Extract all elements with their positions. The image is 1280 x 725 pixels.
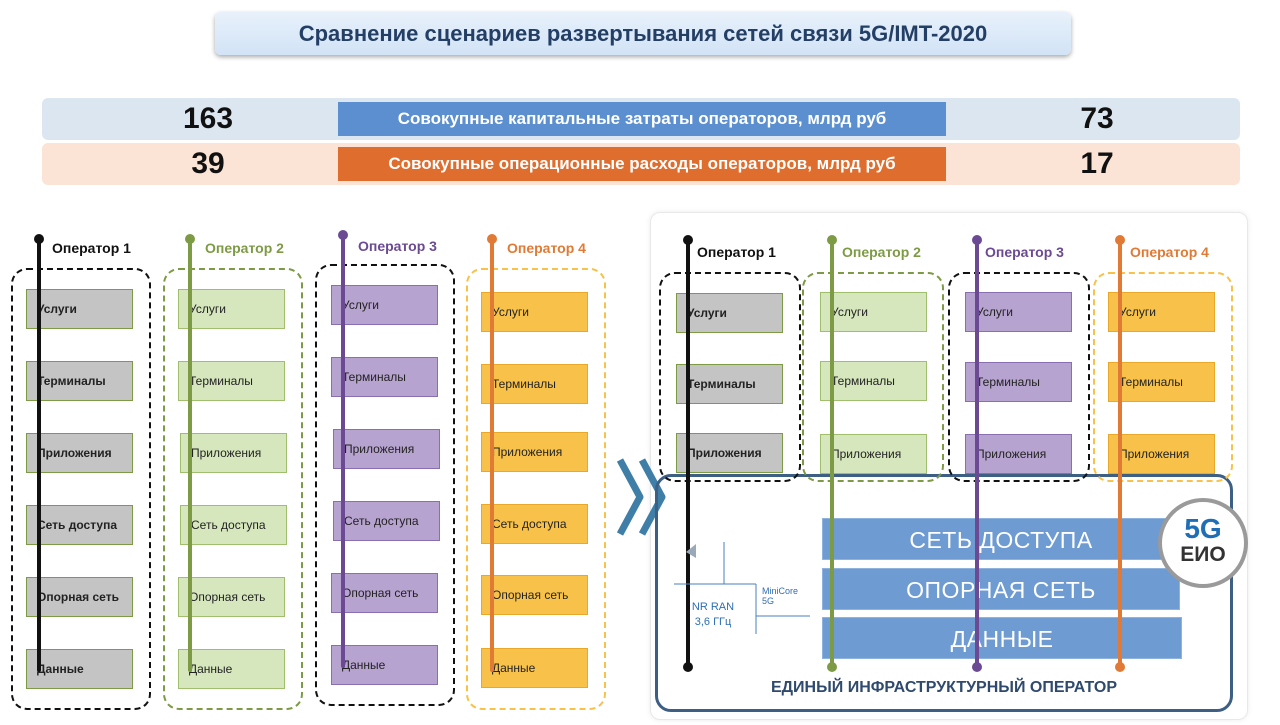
capex-row: 163 Совокупные капитальные затраты опера… — [42, 98, 1240, 140]
badge-5g: 5G — [1184, 513, 1222, 544]
r-op3-layer-services: Услуги — [965, 292, 1072, 332]
nr-ran-line2: 3,6 ГГц — [694, 616, 732, 628]
op1-top-dot — [34, 234, 44, 244]
op3-layer-apps: Приложения — [333, 429, 440, 469]
operator-2-frame — [163, 268, 303, 710]
op1-layer-apps: Приложения — [26, 433, 133, 473]
infra-operator-frame — [655, 474, 1233, 712]
op2-layer-access: Сеть доступа — [180, 505, 287, 545]
r-operator-2-title: Оператор 2 — [842, 244, 921, 260]
op2-line — [188, 238, 192, 672]
r-op3-layer-terminals: Терминалы — [965, 362, 1072, 402]
r-op2-line — [830, 239, 834, 665]
5g-eio-badge: 5G ЕИО — [1158, 498, 1248, 588]
r-op2-bottom-dot — [827, 662, 837, 672]
capex-left-value: 163 — [182, 102, 234, 135]
double-chevron-right-icon — [616, 458, 666, 536]
opex-row: 39 Совокупные операционные расходы опера… — [42, 143, 1240, 185]
minicore-label: MiniCore 5G — [762, 586, 799, 606]
shared-data: ДАННЫЕ — [822, 617, 1182, 659]
infra-operator-label: ЕДИНЫЙ ИНФРАСТРУКТУРНЫЙ ОПЕРАТОР — [770, 679, 1118, 696]
r-operator-2-frame — [802, 272, 944, 482]
nr-ran-sketch — [674, 542, 810, 634]
r-operator-3-title: Оператор 3 — [985, 244, 1064, 260]
r-op3-top-dot — [972, 235, 982, 245]
op1-line — [37, 238, 41, 672]
op1-layer-core: Опорная сеть — [26, 577, 133, 617]
op4-layer-terminals: Терминалы — [481, 364, 588, 404]
op3-layer-data: Данные — [331, 645, 438, 685]
op4-layer-access: Сеть доступа — [481, 504, 588, 544]
r-operator-4-frame — [1093, 272, 1233, 482]
nr-ran-line1: NR RAN — [691, 601, 735, 613]
page-title: Сравнение сценариев развертывания сетей … — [215, 12, 1071, 55]
shared-core-network: ОПОРНАЯ СЕТЬ — [822, 568, 1180, 610]
operator-3-frame — [315, 264, 455, 706]
r-op1-line — [686, 239, 690, 665]
badge-eio: ЕИО — [1180, 543, 1226, 566]
operator-3-title: Оператор 3 — [358, 238, 437, 254]
r-op1-bottom-dot — [683, 662, 693, 672]
op1-layer-services: Услуги — [26, 289, 133, 329]
op4-line — [490, 238, 494, 672]
op2-layer-terminals: Терминалы — [178, 361, 285, 401]
op1-layer-data: Данные — [26, 649, 133, 689]
op2-layer-apps: Приложения — [180, 433, 287, 473]
r-operator-3-frame — [948, 272, 1090, 482]
r-op4-bottom-dot — [1115, 662, 1125, 672]
opex-right-value: 17 — [1080, 147, 1114, 180]
op1-layer-access: Сеть доступа — [26, 505, 133, 545]
r-op4-layer-services: Услуги — [1108, 292, 1215, 332]
nr-ran-label: NR RAN 3,6 ГГц — [688, 600, 738, 630]
op3-layer-terminals: Терминалы — [331, 357, 438, 397]
op4-layer-data: Данные — [481, 648, 588, 688]
r-op1-top-dot — [683, 235, 693, 245]
shared-access-network: СЕТЬ ДОСТУПА — [822, 518, 1180, 560]
op1-layer-terminals: Терминалы — [26, 361, 133, 401]
op4-layer-apps: Приложения — [481, 432, 588, 472]
op4-layer-services: Услуги — [481, 292, 588, 332]
opex-label: Совокупные операционные расходы оператор… — [338, 147, 946, 181]
r-op4-layer-terminals: Терминалы — [1108, 362, 1215, 402]
r-op4-line — [1118, 239, 1122, 665]
operator-2-title: Оператор 2 — [205, 240, 284, 256]
capex-label: Совокупные капитальные затраты операторо… — [338, 102, 946, 136]
r-op3-line — [975, 239, 979, 665]
operator-4-frame — [466, 268, 606, 710]
shared-scenario-panel — [650, 212, 1248, 720]
r-op1-layer-terminals: Терминалы — [676, 364, 783, 404]
r-op2-layer-apps: Приложения — [820, 434, 927, 474]
op3-line — [341, 234, 345, 668]
op3-layer-access: Сеть доступа — [333, 501, 440, 541]
r-op4-top-dot — [1115, 235, 1125, 245]
op3-layer-services: Услуги — [331, 285, 438, 325]
op2-top-dot — [185, 234, 195, 244]
r-op2-top-dot — [827, 235, 837, 245]
r-operator-4-title: Оператор 4 — [1130, 244, 1209, 260]
op3-layer-core: Опорная сеть — [331, 573, 438, 613]
r-op1-layer-services: Услуги — [676, 293, 783, 333]
operator-1-frame — [11, 268, 151, 710]
op2-layer-data: Данные — [178, 649, 285, 689]
op2-layer-services: Услуги — [178, 289, 285, 329]
r-op2-layer-services: Услуги — [820, 292, 927, 332]
r-op3-bottom-dot — [972, 662, 982, 672]
op4-top-dot — [487, 234, 497, 244]
op2-layer-core: Опорная сеть — [178, 577, 285, 617]
r-op4-layer-apps: Приложения — [1108, 434, 1215, 474]
r-op3-layer-apps: Приложения — [965, 434, 1072, 474]
r-op1-layer-apps: Приложения — [676, 433, 783, 473]
opex-left-value: 39 — [191, 147, 225, 180]
op4-layer-core: Опорная сеть — [481, 575, 588, 615]
operator-1-title: Оператор 1 — [52, 240, 131, 256]
capex-right-value: 73 — [1080, 102, 1114, 135]
r-op2-layer-terminals: Терминалы — [820, 361, 927, 401]
r-operator-1-title: Оператор 1 — [697, 244, 776, 260]
r-operator-1-frame — [659, 272, 801, 482]
operator-4-title: Оператор 4 — [507, 240, 586, 256]
op3-top-dot — [338, 230, 348, 240]
